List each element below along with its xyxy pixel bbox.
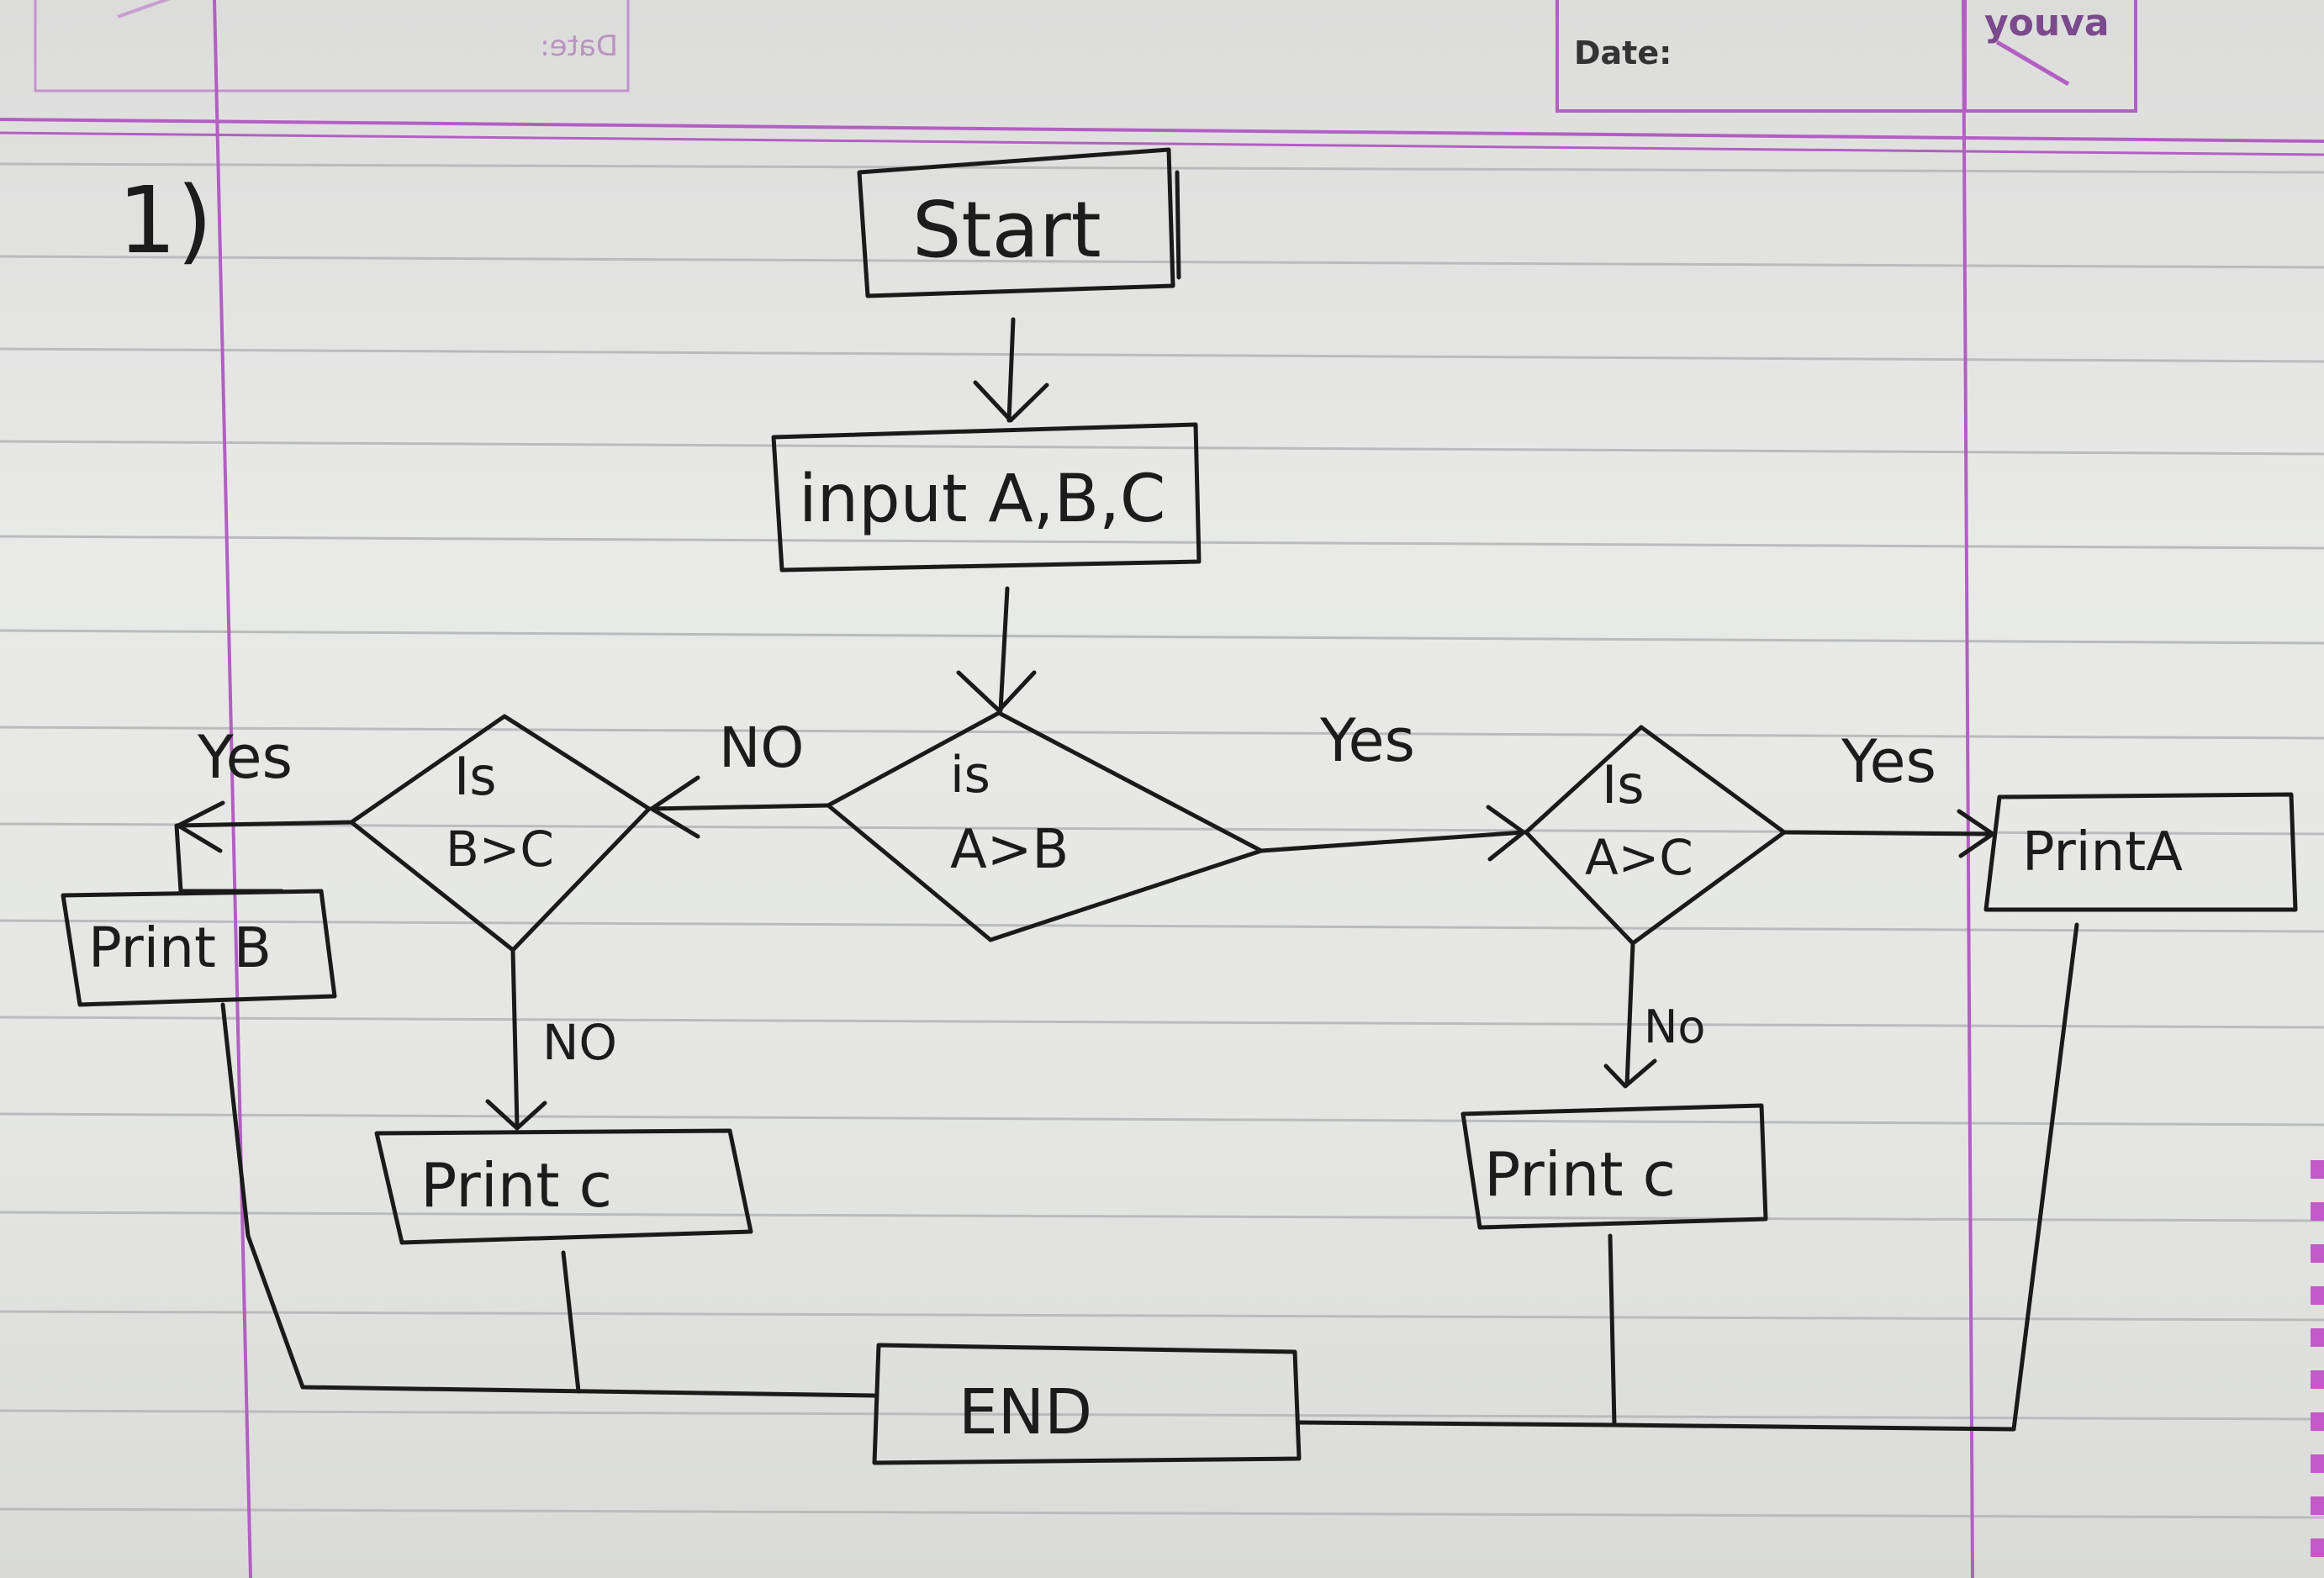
arrow-left-no-head bbox=[485, 1099, 547, 1131]
decision-right-label-1: Is bbox=[1602, 754, 1645, 815]
arrow-input-to-decision bbox=[998, 586, 1010, 713]
input-node: input A,B,C bbox=[771, 422, 1202, 573]
edge-yes-right: Yes bbox=[1841, 727, 1936, 796]
arrow-left-yes-head bbox=[176, 800, 225, 853]
start-node: Start bbox=[857, 147, 1181, 298]
connectors bbox=[174, 317, 2079, 1432]
brand-logo: youva bbox=[1984, 2, 2110, 45]
line-print-c-left-to-end bbox=[561, 1250, 581, 1394]
arrow-main-yes-head bbox=[1486, 805, 1526, 862]
arrow-main-no-head bbox=[649, 775, 700, 839]
edge-yes-left: Yes bbox=[197, 723, 293, 792]
print-c-left-node: Print c bbox=[374, 1128, 753, 1245]
decision-a-gt-c: Is A>C bbox=[1524, 725, 1787, 946]
arrow-right-no-head bbox=[1603, 1058, 1657, 1089]
print-a-label: PrintA bbox=[2022, 821, 2183, 884]
mirrored-date-label: Date: bbox=[540, 29, 618, 63]
start-label: Start bbox=[912, 185, 1101, 275]
decision-main-label-2: A>B bbox=[950, 819, 1069, 881]
print-c-right-node: Print c bbox=[1460, 1103, 1768, 1230]
arrow-right-yes bbox=[1782, 830, 1995, 836]
edge-no-right: No bbox=[1644, 1000, 1705, 1053]
decision-right-label-2: A>C bbox=[1585, 829, 1693, 886]
line-print-c-right-to-end bbox=[1297, 1233, 1617, 1428]
print-c-right-label: Print c bbox=[1484, 1139, 1676, 1210]
decision-a-gt-b: is A>B bbox=[826, 710, 1264, 942]
decision-b-gt-c: Is B>C bbox=[349, 714, 652, 953]
date-label: Date: bbox=[1574, 34, 1672, 71]
arrow-right-yes-head bbox=[1957, 809, 1995, 858]
arrow-left-yes bbox=[174, 820, 354, 894]
edge-no-main: NO bbox=[719, 715, 804, 780]
arrow-main-yes bbox=[1259, 830, 1526, 853]
print-b-label: Print B bbox=[88, 916, 272, 980]
print-a-node: PrintA bbox=[1983, 792, 2298, 912]
arrow-left-no bbox=[510, 947, 520, 1129]
print-b-node: Print B bbox=[61, 889, 337, 1007]
end-label: END bbox=[959, 1376, 1092, 1449]
decision-left-label-1: Is bbox=[454, 746, 497, 807]
ruled-lines bbox=[0, 162, 2324, 1519]
end-node: END bbox=[872, 1343, 1302, 1465]
arrow-start-to-input bbox=[1006, 317, 1016, 423]
binding-marks bbox=[2311, 1160, 2324, 1557]
line-print-a-to-end bbox=[1612, 922, 2079, 1432]
edge-no-left: NO bbox=[542, 1014, 617, 1071]
arrow-start-to-input-head bbox=[973, 380, 1049, 423]
arrow-input-to-decision-head bbox=[956, 670, 1037, 713]
arrow-main-no bbox=[649, 803, 831, 811]
decision-left-label-2: B>C bbox=[446, 821, 554, 878]
input-label: input A,B,C bbox=[799, 462, 1165, 537]
line-print-b-to-end bbox=[220, 1002, 877, 1398]
edge-yes-main: Yes bbox=[1319, 706, 1415, 775]
decision-main-label-1: is bbox=[950, 746, 990, 805]
print-c-left-label: Print c bbox=[420, 1150, 612, 1221]
arrow-right-no bbox=[1624, 941, 1635, 1087]
question-number: 1) bbox=[118, 166, 213, 274]
